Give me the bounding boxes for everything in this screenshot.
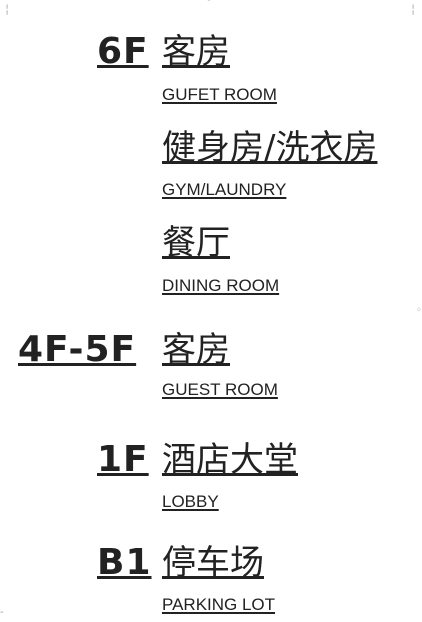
floor-code-b1: B1 (97, 542, 152, 583)
floor-code-6f: 6F (97, 31, 149, 72)
crop-mark-bottom-left: - (0, 607, 4, 618)
crop-mark-top-left: ╎ (4, 5, 11, 16)
label-zh-dining-room: 餐厅 (162, 223, 230, 263)
label-zh-lobby: 酒店大堂 (162, 440, 298, 480)
label-zh-4f-5f-guest-room: 客房 (162, 330, 230, 370)
label-en-gym-laundry: GYM/LAUNDRY (162, 180, 287, 199)
label-zh-6f-guest-room: 客房 (162, 32, 230, 72)
crop-mark-right-middle: ◦ (416, 305, 422, 316)
floor-code-1f: 1F (97, 439, 149, 480)
label-en-6f-guest-room: GUFET ROOM (162, 85, 277, 104)
label-en-4f-5f-guest-room: GUEST ROOM (162, 380, 278, 399)
floor-code-4f-5f: 4F-5F (18, 329, 137, 370)
label-en-lobby: LOBBY (162, 492, 219, 511)
label-en-parking-lot: PARKING LOT (162, 595, 276, 614)
label-zh-parking-lot: 停车场 (162, 543, 264, 583)
crop-mark-top-center: ◦ (206, 0, 212, 6)
crop-mark-top-right: ╎ (410, 5, 417, 16)
label-en-dining-room: DINING ROOM (162, 276, 280, 295)
label-zh-gym-laundry: 健身房/洗衣房 (162, 128, 378, 168)
